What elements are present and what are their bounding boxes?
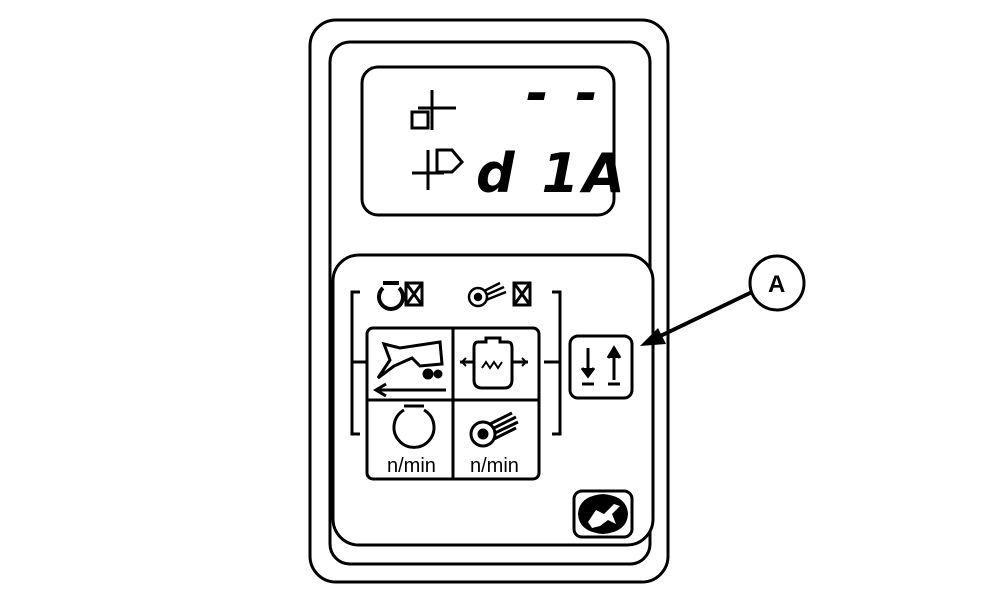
crosshair-flag-icon	[412, 148, 465, 190]
crosshair-square-icon	[410, 90, 456, 130]
bottom-readout: d 1A	[476, 142, 629, 205]
harvester-travel-icon	[373, 340, 446, 398]
callout-a: A	[640, 254, 806, 346]
up-down-arrow-icon	[580, 345, 622, 386]
callout-circle	[748, 254, 806, 312]
deer-logo-icon	[572, 489, 634, 539]
engine-speed-label: n/min	[387, 455, 436, 477]
engine-heat-icon	[460, 336, 528, 390]
threshing-drum-icon	[469, 411, 519, 448]
engine-icon	[392, 404, 436, 449]
engine-heat-button[interactable]	[455, 330, 537, 398]
harvester-travel-button[interactable]	[369, 330, 451, 398]
drum-speed-label: n/min	[470, 455, 519, 477]
top-readout: - -	[526, 62, 602, 125]
bracket-frame	[350, 290, 562, 436]
up-down-button[interactable]	[568, 334, 634, 400]
threshing-off-icon	[467, 281, 532, 308]
callout-label: A	[768, 271, 785, 298]
drum-speed-button[interactable]: n/min	[455, 402, 537, 477]
lcd-display: - - d 1A	[360, 62, 629, 217]
engine-speed-button[interactable]: n/min	[369, 402, 451, 477]
callout-leader	[651, 290, 753, 342]
engine-off-icon	[377, 281, 424, 311]
callout-arrowhead	[640, 328, 666, 346]
